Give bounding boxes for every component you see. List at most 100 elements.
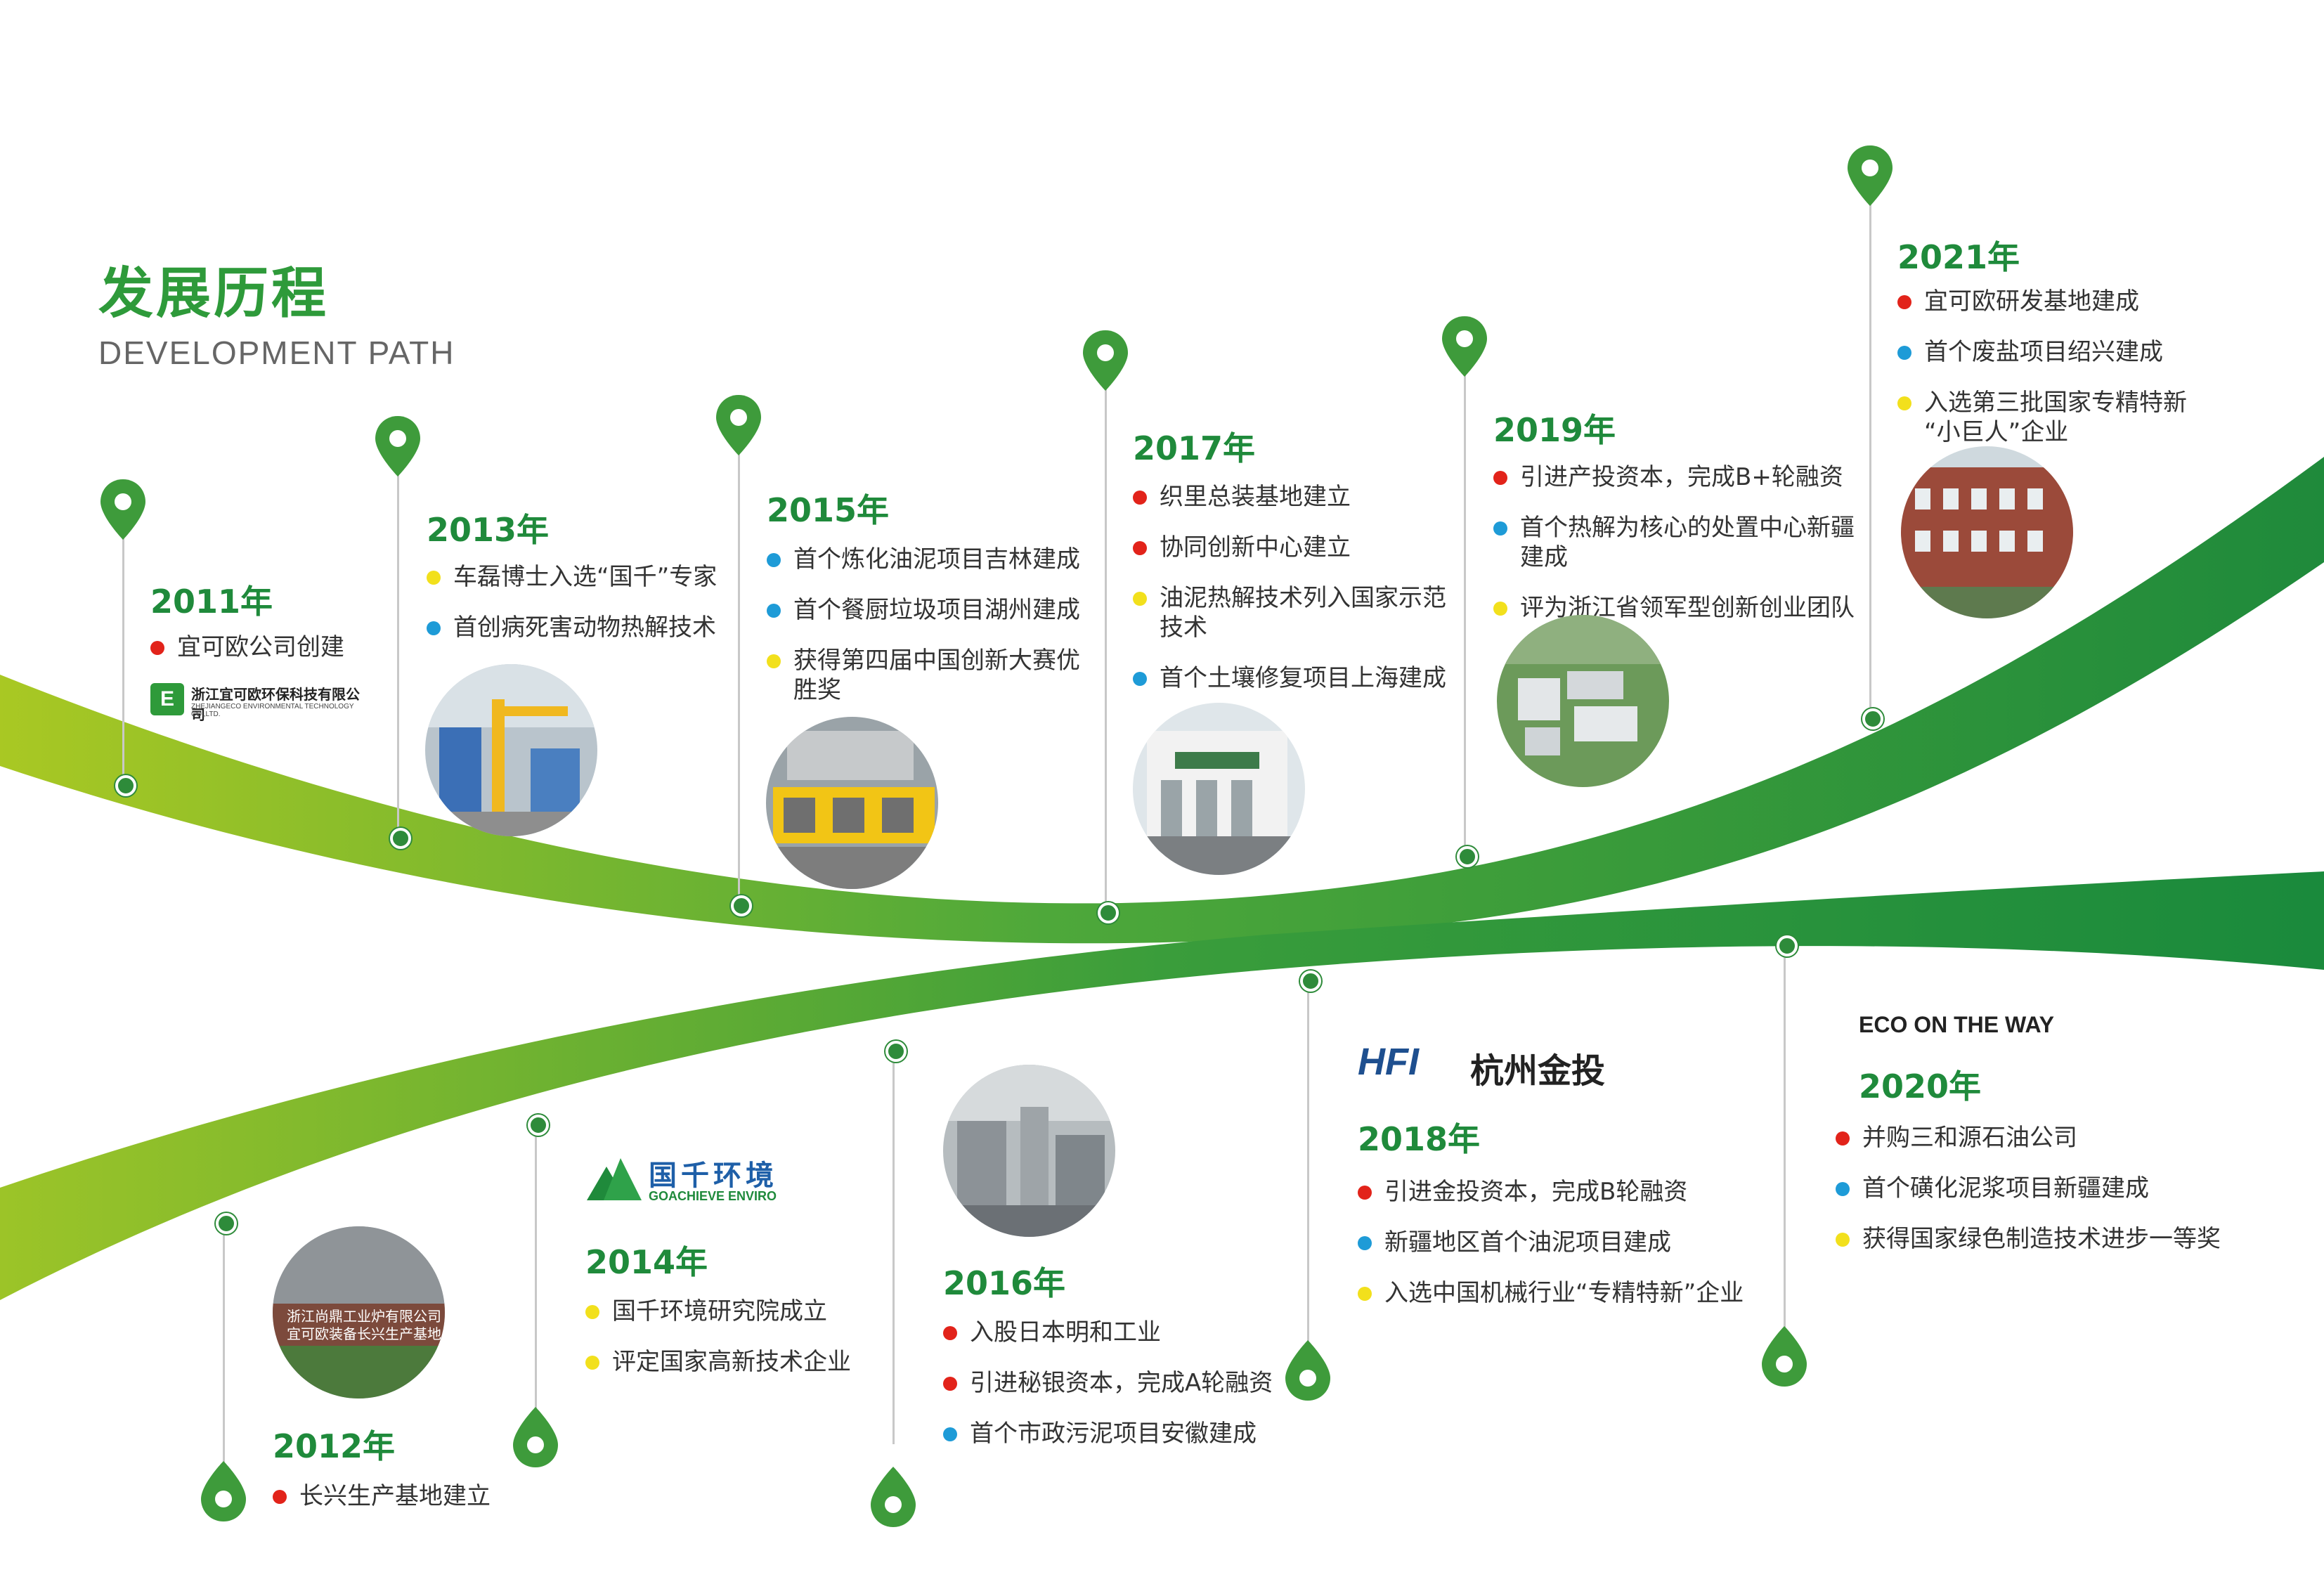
timeline-node bbox=[115, 775, 136, 796]
list-item: 引进产投资本，完成B+轮融资 bbox=[1493, 462, 1855, 492]
list-item: 首个磺化泥浆项目新疆建成 bbox=[1836, 1174, 2221, 1203]
map-pin-icon bbox=[513, 1407, 558, 1467]
bullet-icon bbox=[1897, 295, 1911, 309]
timeline-connector bbox=[122, 513, 124, 784]
timeline-connector bbox=[892, 1051, 895, 1444]
factory-photo bbox=[425, 664, 597, 836]
year-2019: 2019年 bbox=[1493, 411, 1616, 449]
map-pin-icon bbox=[1762, 1326, 1807, 1387]
milestone-list-2014: 国千环境研究院成立 评定国家高新技术企业 bbox=[585, 1297, 851, 1398]
timeline-connector bbox=[397, 464, 399, 836]
timeline-connector bbox=[223, 1223, 225, 1490]
list-item: “小巨人”企业 bbox=[1924, 418, 2069, 446]
bullet-icon bbox=[1897, 346, 1911, 360]
list-item: 并购三和源石油公司 bbox=[1836, 1123, 2221, 1153]
bullet-icon bbox=[1836, 1182, 1850, 1196]
year-2018: 2018年 bbox=[1358, 1120, 1481, 1158]
milestone-list-2013: 车磊博士入选“国千”专家 首创病死害动物热解技术 bbox=[427, 562, 717, 663]
map-pin-icon bbox=[1285, 1340, 1330, 1401]
list-item: 入选中国机械行业“专精特新”企业 bbox=[1358, 1278, 1744, 1308]
bullet-icon bbox=[1133, 672, 1147, 686]
bullet-icon bbox=[1493, 471, 1507, 485]
timeline-node bbox=[1777, 935, 1798, 956]
bullet-icon bbox=[150, 641, 164, 655]
list-item: 首个废盐项目绍兴建成 bbox=[1897, 337, 2187, 367]
slogan: ECO ON THE WAY bbox=[1859, 1012, 2054, 1037]
milestone-list-2012: 长兴生产基地建立 bbox=[273, 1481, 491, 1532]
bullet-icon bbox=[767, 604, 781, 618]
timeline-node bbox=[528, 1115, 549, 1136]
timeline-node bbox=[1457, 846, 1478, 867]
year-2012: 2012年 bbox=[273, 1427, 396, 1465]
year-2017: 2017年 bbox=[1133, 429, 1256, 467]
production-base-photo: 浙江尚鼎工业炉有限公司 宜可欧装备长兴生产基地 bbox=[273, 1226, 445, 1398]
svg-text:宜可欧装备长兴生产基地: 宜可欧装备长兴生产基地 bbox=[287, 1325, 441, 1342]
hfi-logo: HFI 杭州金投 bbox=[1358, 1041, 1606, 1091]
milestone-list-2015: 首个炼化油泥项目吉林建成 首个餐厨垃圾项目湖州建成 获得第四届中国创新大赛优 胜… bbox=[767, 545, 1080, 726]
year-2020: 2020年 bbox=[1859, 1067, 1982, 1105]
page-subtitle: DEVELOPMENT PATH bbox=[98, 335, 455, 371]
bullet-icon bbox=[767, 654, 781, 668]
timeline-connector bbox=[1105, 379, 1107, 914]
bullet-icon bbox=[1133, 592, 1147, 606]
mountain-logo-icon bbox=[587, 1158, 642, 1200]
map-pin-icon bbox=[100, 479, 145, 540]
timeline-connector bbox=[535, 1124, 537, 1434]
timeline-node bbox=[216, 1213, 237, 1234]
bullet-icon bbox=[427, 571, 441, 585]
hfi-logo-icon: HFI bbox=[1358, 1041, 1419, 1083]
bullet-icon bbox=[1836, 1233, 1850, 1247]
upper-ribbon bbox=[0, 457, 2324, 944]
list-item: 油泥热解技术列入国家示范 bbox=[1133, 583, 1446, 613]
bullet-icon bbox=[427, 621, 441, 635]
plant-photo bbox=[766, 717, 938, 889]
list-item: 获得第四届中国创新大赛优 bbox=[767, 646, 1080, 675]
map-pin-icon bbox=[871, 1467, 916, 1527]
timeline-connector bbox=[1464, 365, 1466, 857]
bullet-icon bbox=[1133, 541, 1147, 555]
timeline-node bbox=[1862, 708, 1883, 729]
list-item: 引进秘银资本，完成A轮融资 bbox=[943, 1368, 1273, 1398]
timeline-node bbox=[390, 828, 411, 849]
list-item: 协同创新中心建立 bbox=[1133, 533, 1446, 562]
milestone-list-2017: 织里总装基地建立 协同创新中心建立 油泥热解技术列入国家示范 技术 首个土壤修复… bbox=[1133, 482, 1446, 714]
map-pin-icon bbox=[375, 416, 420, 476]
list-item: 车磊博士入选“国千”专家 bbox=[427, 562, 717, 592]
bullet-icon bbox=[1358, 1236, 1372, 1250]
list-item: 入股日本明和工业 bbox=[943, 1318, 1273, 1347]
list-item: 首个炼化油泥项目吉林建成 bbox=[767, 545, 1080, 574]
timeline-node bbox=[1300, 971, 1321, 992]
list-item: 评定国家高新技术企业 bbox=[585, 1347, 851, 1377]
year-2013: 2013年 bbox=[427, 511, 550, 549]
bullet-icon bbox=[943, 1427, 957, 1441]
milestone-list-2020: 并购三和源石油公司 首个磺化泥浆项目新疆建成 获得国家绿色制造技术进步一等奖 bbox=[1836, 1123, 2221, 1275]
bullet-icon bbox=[273, 1490, 287, 1504]
bullet-icon bbox=[1897, 396, 1911, 410]
timeline-connector bbox=[738, 443, 740, 907]
list-item: 技术 bbox=[1160, 614, 1207, 642]
milestone-list-2021: 宜可欧研发基地建成 首个废盐项目绍兴建成 入选第三批国家专精特新 “小巨人”企业 bbox=[1897, 287, 2187, 468]
timeline-connector bbox=[1869, 190, 1871, 717]
list-item: 获得国家绿色制造技术进步一等奖 bbox=[1836, 1224, 2221, 1254]
list-item: 宜可欧研发基地建成 bbox=[1897, 287, 2187, 316]
list-item: 宜可欧公司创建 bbox=[150, 632, 344, 662]
year-2014: 2014年 bbox=[585, 1243, 708, 1281]
list-item: 新疆地区首个油泥项目建成 bbox=[1358, 1228, 1744, 1257]
list-item: 引进金投资本，完成B轮融资 bbox=[1358, 1177, 1744, 1207]
list-item: 首个市政污泥项目安徽建成 bbox=[943, 1419, 1273, 1448]
research-base-photo bbox=[1901, 446, 2073, 618]
list-item: 长兴生产基地建立 bbox=[273, 1481, 491, 1511]
map-pin-icon bbox=[201, 1461, 246, 1521]
aerial-rendering-photo bbox=[1497, 615, 1669, 787]
milestone-list-2018: 引进金投资本，完成B轮融资 新疆地区首个油泥项目建成 入选中国机械行业“专精特新… bbox=[1358, 1177, 1744, 1329]
bullet-icon bbox=[1133, 491, 1147, 505]
bullet-icon bbox=[1836, 1131, 1850, 1146]
timeline-node bbox=[885, 1041, 907, 1062]
year-2011: 2011年 bbox=[150, 583, 273, 621]
timeline-node bbox=[731, 895, 752, 916]
timeline-connector bbox=[1307, 980, 1309, 1353]
bullet-icon bbox=[943, 1377, 957, 1391]
list-item: 评为浙江省领军型创新创业团队 bbox=[1493, 593, 1855, 623]
bullet-icon bbox=[585, 1356, 599, 1370]
year-2015: 2015年 bbox=[767, 491, 890, 529]
